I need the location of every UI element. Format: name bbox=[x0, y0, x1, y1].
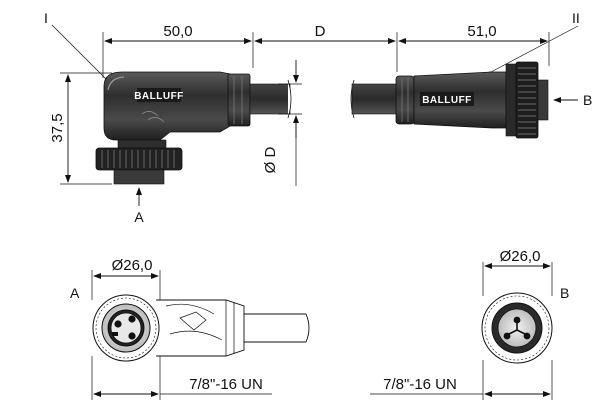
dimension-left-length: 50,0 bbox=[102, 23, 254, 78]
svg-text:Ø D: Ø D bbox=[262, 147, 279, 174]
right-thread-text: 7/8"-16 UN bbox=[383, 376, 457, 393]
cable-right-segment bbox=[350, 79, 399, 119]
dimension-right-thread: 7/8"-16 UN bbox=[370, 360, 553, 400]
end-view-a-label-text: A bbox=[70, 285, 80, 301]
label-i-text: I bbox=[44, 10, 48, 26]
dimension-right-length: 51,0 bbox=[398, 23, 550, 66]
svg-text:Ø26,0: Ø26,0 bbox=[112, 257, 153, 274]
right-straight-connector: BALLUFF bbox=[395, 61, 549, 139]
dimension-cable-diameter: Ø D bbox=[262, 60, 302, 186]
dimension-height: 37,5 bbox=[49, 72, 112, 185]
dim-cable-diameter-text: D bbox=[262, 147, 279, 158]
dimension-cable-length: D bbox=[254, 23, 398, 72]
left-brand-text: BALLUFF bbox=[134, 91, 184, 102]
label-ii-text: II bbox=[572, 10, 580, 26]
view-arrow-a-text: A bbox=[134, 209, 144, 225]
left-angled-connector: BALLUFF bbox=[95, 71, 251, 185]
right-diameter-text: 26,0 bbox=[511, 248, 540, 265]
dimension-right-diameter: Ø26,0 bbox=[482, 248, 553, 296]
view-arrow-b: B bbox=[553, 92, 592, 108]
dim-cable-length-text: D bbox=[315, 23, 326, 40]
dim-height-text: 37,5 bbox=[49, 113, 66, 142]
dimension-left-thread: 7/8"-16 UN bbox=[91, 356, 272, 400]
left-diameter-text: 26,0 bbox=[123, 257, 152, 274]
cable-left-segment bbox=[249, 79, 292, 119]
end-view-b-label-text: B bbox=[560, 285, 569, 301]
dim-right-length-text: 51,0 bbox=[467, 23, 496, 40]
svg-text:Ø26,0: Ø26,0 bbox=[500, 248, 541, 265]
dim-left-length-text: 50,0 bbox=[163, 23, 192, 40]
left-thread-text: 7/8"-16 UN bbox=[189, 376, 263, 393]
end-view-b-label: B bbox=[560, 285, 569, 301]
end-view-a-drawing bbox=[92, 294, 310, 362]
end-view-a-label: A bbox=[70, 285, 80, 301]
dimension-left-diameter: Ø26,0 bbox=[91, 257, 161, 300]
right-brand-text: BALLUFF bbox=[422, 95, 472, 106]
view-arrow-a: A bbox=[134, 187, 144, 225]
end-view-b-drawing bbox=[481, 292, 553, 364]
view-arrow-b-text: B bbox=[583, 92, 592, 108]
